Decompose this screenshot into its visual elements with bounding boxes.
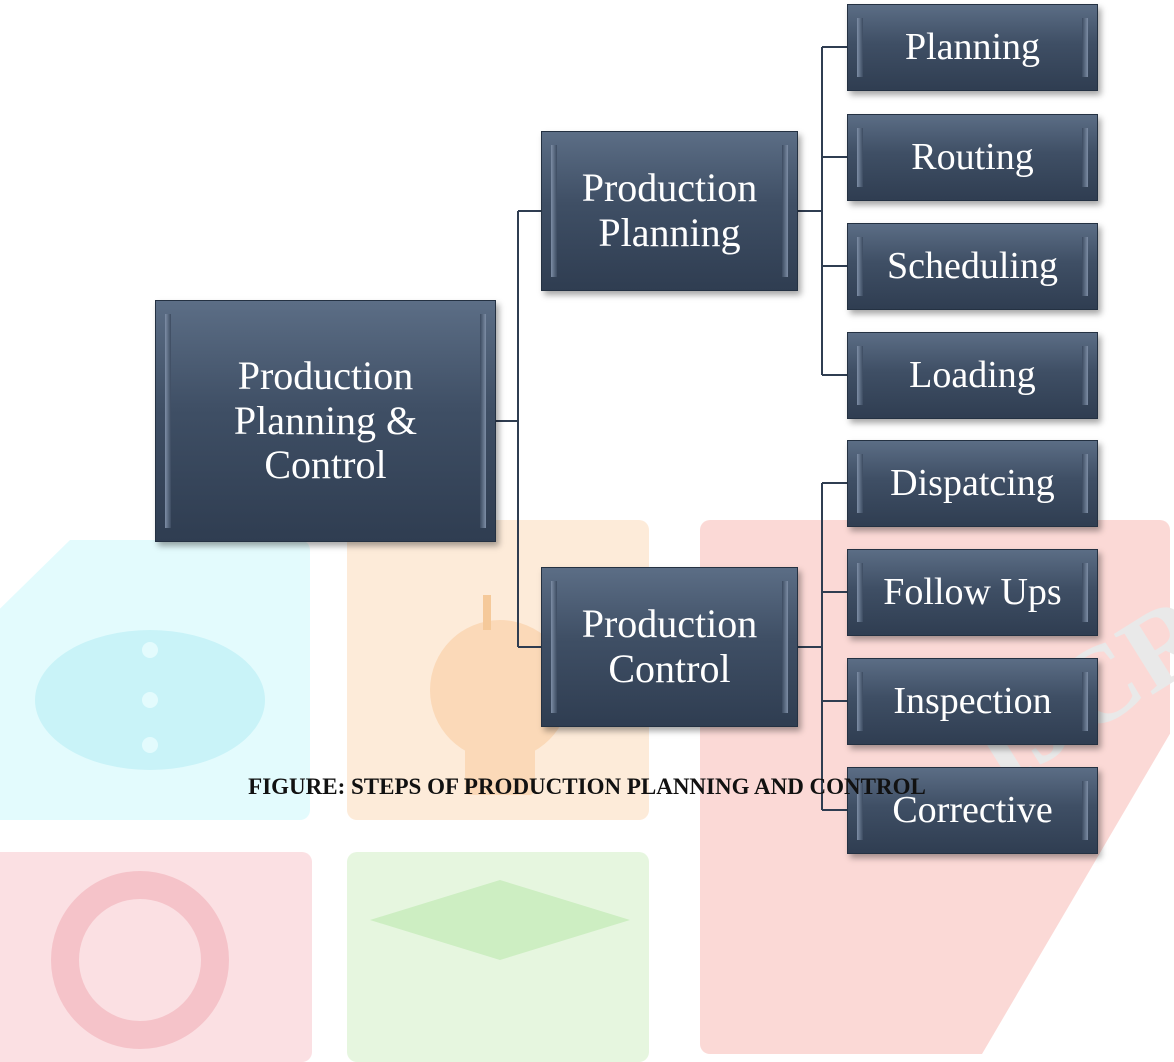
figure-caption: FIGURE: STEPS OF PRODUCTION PLANNING AND… <box>248 774 926 799</box>
node-label: Routing <box>911 136 1034 179</box>
node-follow-ups: Follow Ups <box>847 549 1098 636</box>
node-corrective: Corrective <box>847 767 1098 854</box>
node-label: Scheduling <box>887 245 1058 288</box>
node-production-planning-and-control: Production Planning & Control <box>155 300 496 542</box>
node-label: Loading <box>909 354 1036 397</box>
node-label: Production Planning <box>581 165 758 255</box>
node-label: Production Control <box>581 601 758 691</box>
node-label: Follow Ups <box>883 571 1062 614</box>
node-label: Inspection <box>893 680 1052 723</box>
node-label: Dispatcing <box>890 462 1055 505</box>
node-loading: Loading <box>847 332 1098 419</box>
node-dispatching: Dispatcing <box>847 440 1098 527</box>
connector-planning-to-leaves <box>798 46 847 376</box>
gear-icon <box>51 871 229 1049</box>
node-label: Corrective <box>892 789 1053 832</box>
node-label: Planning <box>904 26 1041 69</box>
connector-root-to-branches <box>496 210 541 648</box>
connector-control-to-leaves <box>798 482 847 811</box>
lightbulb-icon <box>430 595 570 795</box>
node-production-control: Production Control <box>541 567 798 727</box>
node-inspection: Inspection <box>847 658 1098 745</box>
node-production-planning: Production Planning <box>541 131 798 291</box>
cloud-icon <box>35 630 265 770</box>
node-planning: Planning <box>847 4 1098 91</box>
node-scheduling: Scheduling <box>847 223 1098 310</box>
node-label: Production Planning & Control <box>233 352 418 488</box>
graduation-cap-icon <box>370 880 630 960</box>
node-routing: Routing <box>847 114 1098 201</box>
